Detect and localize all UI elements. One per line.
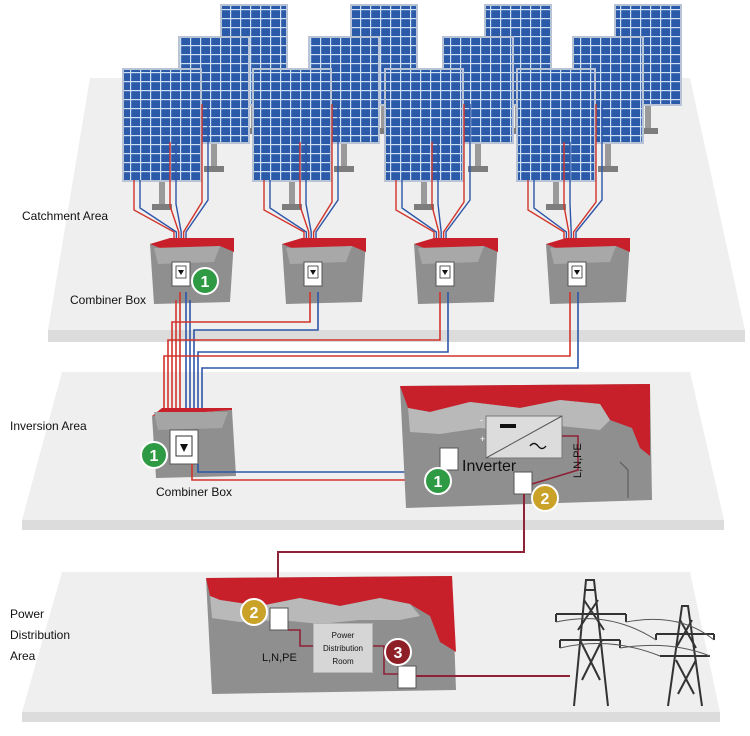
inverter-label: Inverter [462,458,517,475]
svg-text:1: 1 [201,274,210,291]
transmission-tower-large [555,579,627,707]
svg-text:2: 2 [541,491,550,508]
top-combiner-box-1 [150,238,234,304]
svg-text:-: - [480,415,483,425]
badge-2-power: 2 [240,598,268,626]
solar-panel-front-4 [516,68,596,210]
svg-text:3: 3 [394,645,403,662]
badge-3-power: 3 [384,638,412,666]
solar-panel-front-3 [384,68,464,210]
top-combiner-boxes [150,238,630,304]
solar-panel-front-2 [252,68,332,210]
svg-text:1: 1 [150,448,159,465]
power-distribution-room-box: Power Distribution Room [313,623,373,673]
solar-panel-front-1 [122,68,202,210]
svg-text:+: + [480,434,485,444]
top-combiner-box-4 [546,238,630,304]
lnpe-inverter-label: L,N,PE [572,443,584,478]
top-combiner-box-3 [414,238,498,304]
badge-1-inversion: 1 [140,441,168,469]
svg-text:2: 2 [250,605,259,622]
power-lines [555,618,715,657]
catchment-area-label: Catchment Area [22,209,109,223]
lnpe-power-label: L,N,PE [262,652,297,664]
power-distribution-area-label: Power Distribution Area [10,607,71,663]
power-distribution-room-label: Power Distribution Room [322,630,363,666]
badge-1-inverter: 1 [424,467,452,495]
badge-2-inverter: 2 [531,484,559,512]
transmission-tower-small [655,605,715,707]
combiner-box-label-mid: Combiner Box [156,485,233,499]
badge-1-catchment: 1 [191,267,219,295]
top-combiner-box-2 [282,238,366,304]
inversion-combiner-box [152,408,236,478]
inverter-enclosure: - + [400,384,652,508]
solar-panel-back-4 [614,4,682,134]
combiner-box-label-top: Combiner Box [70,293,147,307]
svg-text:1: 1 [434,474,443,491]
solar-array [122,4,682,210]
inversion-area-label: Inversion Area [10,419,87,433]
dc-bundle-wires [163,292,579,410]
